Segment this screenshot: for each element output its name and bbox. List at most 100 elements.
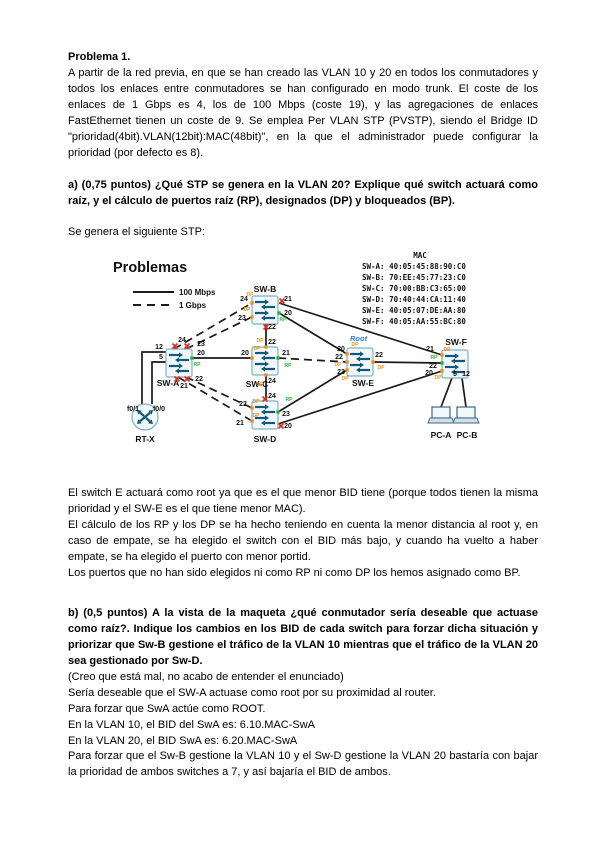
dp-port-dot <box>250 419 254 424</box>
port-label: 5 <box>453 371 457 378</box>
dp-port-dot <box>250 356 254 361</box>
device-label: PC-B <box>457 430 478 440</box>
port-label: 20 <box>241 350 249 357</box>
legend-label: 100 Mbps <box>179 288 216 297</box>
device-pc-b <box>452 406 480 424</box>
device-sw-d <box>251 400 279 430</box>
port-label: 21 <box>426 346 434 353</box>
rp-port-dot <box>276 410 280 415</box>
rp-port-dot <box>277 311 281 316</box>
port-label: 22 <box>239 401 247 408</box>
port-label: f0/0 <box>153 406 165 413</box>
port-label: 24 <box>240 296 248 303</box>
port-label: 21 <box>282 350 290 357</box>
port-label: 23 <box>282 411 290 418</box>
port-label: 22 <box>429 363 437 370</box>
rp-port-dot <box>276 356 280 361</box>
device-sw-b <box>251 295 279 325</box>
network-link <box>277 369 348 414</box>
network-link <box>278 302 443 357</box>
legend-label: 1 Gbps <box>179 301 207 310</box>
dp-port-dot <box>264 345 268 350</box>
mac-table-row: SW-D: 70:40:44:CA:11:40 <box>362 295 466 304</box>
diagram-container: Problemas 100 Mbps 1 Gbps MAC SW-A: 40:05:45… <box>0 245 600 460</box>
mac-table-row: SW-F: 40:05:AA:55:BC:80 <box>362 317 466 326</box>
port-label: 22 <box>268 324 276 331</box>
port-label: 22 <box>335 354 343 361</box>
port-label: 24 <box>178 337 186 344</box>
dp-port-dot <box>371 360 375 365</box>
port-label: 21 <box>236 420 244 427</box>
dp-tag: DP <box>254 346 262 352</box>
network-link <box>177 376 253 423</box>
blocked-port-mark <box>277 423 285 430</box>
dp-port-dot <box>345 360 349 365</box>
network-link <box>372 361 443 365</box>
port-label: 21 <box>284 296 292 303</box>
answer-a-paragraph: Los puertos que no han sido elegidos ni … <box>68 567 521 580</box>
dp-port-dot <box>250 301 254 306</box>
port-label: 20 <box>284 423 292 430</box>
device-label: RT-X <box>135 434 155 444</box>
rp-port-dot <box>440 361 444 366</box>
blocked-port-mark <box>278 298 286 305</box>
device-label: PC-A <box>431 430 452 440</box>
dp-port-dot <box>264 373 268 378</box>
device-label: SW-D <box>254 434 277 444</box>
section-a-lead: Se genera el siguiente STP: <box>68 226 205 239</box>
blocked-port-mark <box>262 324 270 331</box>
network-link <box>461 378 467 408</box>
blocked-port-mark <box>183 376 191 383</box>
rp-tag: RP <box>285 363 293 369</box>
mac-table-row: SW-A: 40:05:45:88:90:C0 <box>362 262 466 271</box>
port-label: 5 <box>159 354 163 361</box>
answer-a-paragraph: El switch E actuará como root ya que es … <box>68 487 538 516</box>
diagram-title: Problemas <box>113 260 187 276</box>
port-label: f0/1 <box>127 406 139 413</box>
blocked-port-mark <box>171 343 179 350</box>
problem-title: Problema 1. <box>68 51 131 63</box>
dp-tag: DP <box>257 338 265 344</box>
answer-b-paragraph: Para forzar que el Sw-B gestione la VLAN… <box>68 750 538 779</box>
answer-b-paragraph: En la VLAN 10, el BID del SwA es: 6.10.M… <box>68 718 316 731</box>
rp-port-dot <box>190 356 194 361</box>
answer-a-paragraph: El cálculo de los RP y los DP se ha hech… <box>68 519 538 564</box>
network-link <box>278 312 348 356</box>
mac-table-row: SW-B: 70:EE:45:77:23:C0 <box>362 273 466 282</box>
dp-tag: DP <box>378 365 386 371</box>
dp-port-dot <box>250 406 254 411</box>
port-label: 22 <box>268 339 276 346</box>
device-sw-f <box>441 349 469 379</box>
mac-table-header: MAC <box>413 251 427 260</box>
network-link <box>151 361 166 405</box>
mac-table-row: SW-E: 40:05:07:DE:AA:80 <box>362 306 466 315</box>
intro-paragraph: A partir de la red previa, en que se han… <box>68 66 538 159</box>
answer-a-block: El switch E actuará como root ya que es … <box>68 486 538 582</box>
laptop-icon <box>456 406 476 419</box>
port-label: 20 <box>337 346 345 353</box>
root-annotation: Root <box>350 334 368 343</box>
port-label: 12 <box>155 344 163 351</box>
answer-b-paragraph: Sería deseable que el SW-A actuase como … <box>68 686 436 699</box>
blocked-port-mark <box>173 376 181 383</box>
dp-tag: DP <box>257 382 265 388</box>
answer-b-paragraph: En la VLAN 20, el BID SwA es: 6.20.MAC-S… <box>68 734 298 747</box>
dp-port-dot <box>345 352 349 357</box>
dp-port-dot <box>345 368 349 373</box>
section-a-heading: a) (0,75 puntos) ¿Qué STP se genera en l… <box>68 178 538 207</box>
dp-tag: DP <box>352 342 360 348</box>
dp-port-dot <box>440 353 444 358</box>
dp-tag: DP <box>253 413 261 419</box>
dp-port-dot <box>250 315 254 320</box>
port-label: 23 <box>238 315 246 322</box>
dp-tag: DP <box>444 347 452 353</box>
device-sw-e <box>346 347 374 377</box>
rp-tag: RP <box>280 317 288 323</box>
dp-tag: DP <box>435 375 443 381</box>
network-link <box>173 302 253 351</box>
device-rt-x <box>131 403 159 431</box>
blocked-port-mark <box>261 396 269 403</box>
answer-b-block: (Creo que está mal, no acabo de entender… <box>68 670 538 782</box>
network-link <box>141 351 166 405</box>
